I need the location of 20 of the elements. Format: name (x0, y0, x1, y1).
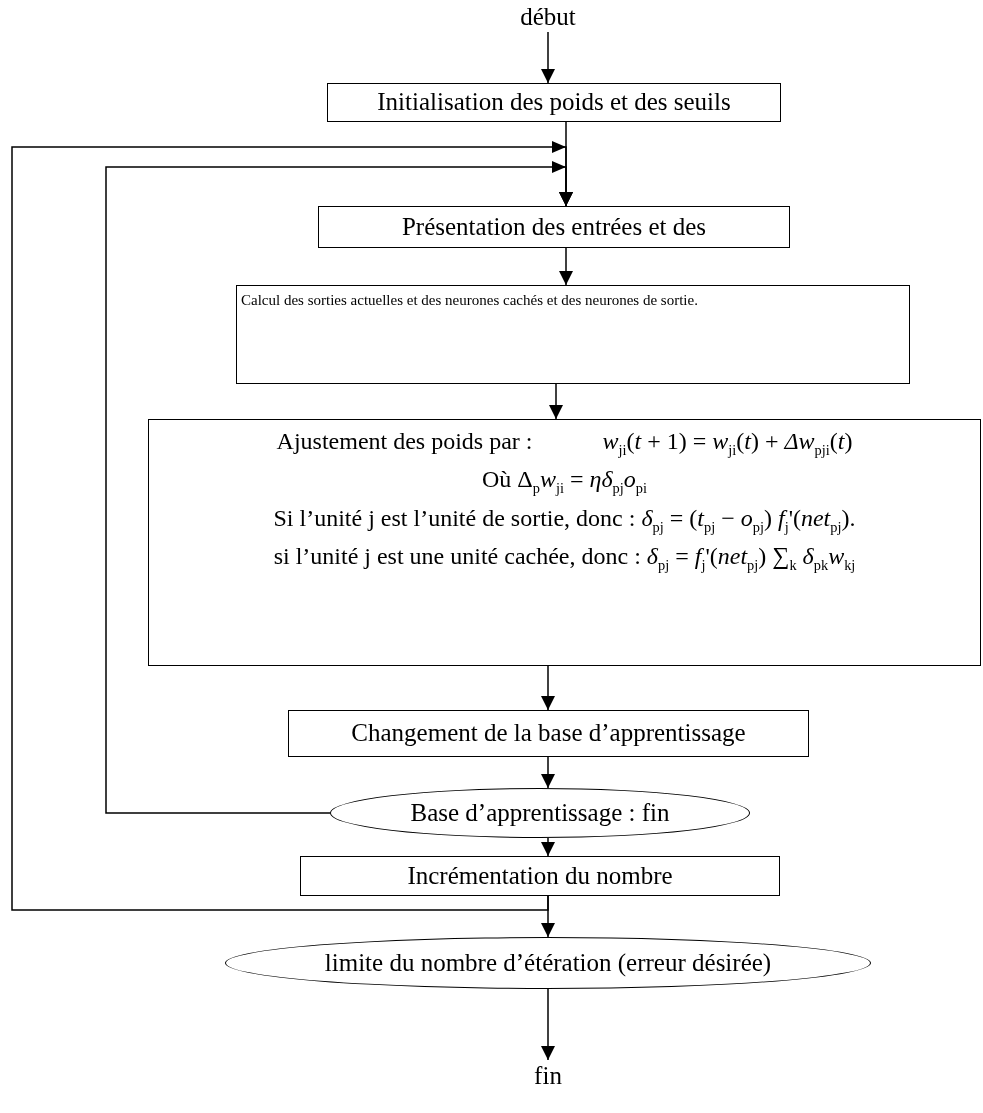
process-box (318, 206, 790, 248)
end-label: fin (515, 1060, 581, 1092)
formula-line: si l’unité j est une unité cachée, donc : δ$_{pj}$ = f$_{j}$'(net$_{pj}$) ∑$_{k}$ δ$_{pk}$w$_{kj}$ (273, 543, 856, 574)
formula-line: Si l’unité j est l’unité de sortie, donc : δ$_{pj}$ = (t$_{pj}$ − o$_{pj}$) f$_{j}$'(net$_{pj}$). (273, 504, 856, 536)
formula: w$_{ji}$(t + 1) = w$_{ji}$(t) + Δw$_{pji}$(t) (602, 428, 853, 459)
step-label: Base d’apprentissage : fin (410, 798, 670, 828)
step-label: limite du nombre d’étération (erreur désirée) (324, 948, 772, 978)
process-box (300, 856, 780, 896)
step-label: Ajustement des poids par : (276, 428, 533, 456)
formula-line: Où Δ$_{p}$w$_{ji}$ = ηδ$_{pj}$o$_{pi}$ (482, 466, 647, 497)
step-label: Calcul des sorties actuelles et des neurones cachés et des neurones de sortie. (241, 291, 698, 310)
start-label: début (510, 2, 586, 32)
step-label: Présentation des entrées et des (401, 212, 707, 242)
step-label: Initialisation des poids et des seuils (377, 88, 731, 117)
step-label: Changement de la base d’apprentissage (351, 719, 746, 748)
process-box (148, 419, 981, 666)
process-box (288, 710, 809, 757)
process-box (327, 83, 781, 122)
step-label: Incrémentation du nombre (407, 861, 673, 891)
process-box (236, 285, 910, 384)
